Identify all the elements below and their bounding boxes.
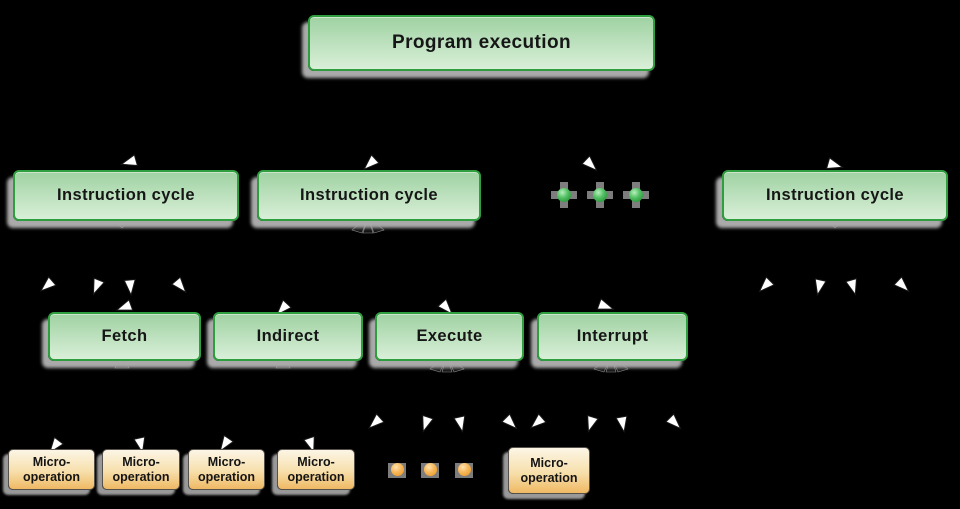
node-label: Indirect	[256, 327, 320, 345]
arrowhead-icon	[501, 413, 518, 430]
node-instruction-cycle-2: Instruction cycle	[257, 170, 481, 221]
ellipsis-dot-orange	[421, 460, 441, 480]
ellipsis-dot-green	[587, 182, 613, 208]
node-label-line1: Micro-	[297, 454, 335, 469]
arrow-up-icon	[114, 354, 130, 369]
arrowhead-icon	[120, 154, 139, 167]
node-label-line1: Micro-	[207, 454, 246, 469]
node-interrupt: Interrupt	[537, 312, 688, 361]
node-label-line1: Micro-	[122, 454, 160, 469]
node-indirect: Indirect	[213, 312, 363, 361]
arrowhead-icon	[581, 155, 598, 172]
orange-sphere-icon	[391, 463, 404, 476]
node-label: Execute	[416, 327, 483, 345]
connector-stub-icons	[114, 213, 843, 373]
green-sphere-icon	[593, 188, 607, 202]
ellipsis-dot-orange	[455, 460, 475, 480]
node-instruction-cycle-1: Instruction cycle	[13, 170, 239, 221]
arrowhead-icon	[596, 297, 615, 310]
arrowhead-icon	[437, 298, 454, 315]
arrowhead-icon	[39, 276, 57, 292]
arrowhead-icon	[529, 413, 547, 429]
arrowhead-icon	[453, 415, 466, 434]
node-label-line2: operation	[23, 469, 80, 484]
arrowhead-icon	[893, 276, 910, 293]
arrowhead-icon	[615, 415, 628, 434]
green-sphere-icon	[629, 188, 643, 202]
arrowhead-icon	[303, 435, 315, 454]
node-instruction-cycle-3: Instruction cycle	[722, 170, 948, 221]
node-label: Instruction cycle	[300, 186, 438, 204]
arrowhead-icon	[665, 413, 682, 430]
arrowhead-icon	[758, 276, 775, 293]
node-label-line2: operation	[112, 469, 170, 484]
node-label-line2: operation	[198, 469, 255, 484]
arrowhead-icon	[123, 278, 136, 297]
ellipsis-dot-green	[551, 182, 577, 208]
arrowhead-icon	[368, 413, 385, 430]
ellipsis-dot-orange	[388, 460, 408, 480]
orange-sphere-icon	[424, 463, 437, 476]
orange-sphere-icon	[458, 463, 471, 476]
node-execute: Execute	[375, 312, 524, 361]
node-fetch: Fetch	[48, 312, 201, 361]
green-sphere-icon	[557, 188, 571, 202]
node-micro-operation-2: Micro- operation	[102, 449, 180, 490]
arrowhead-icon	[814, 278, 827, 297]
arrowhead-icon	[422, 414, 434, 433]
node-label-line1: Micro-	[530, 455, 568, 470]
arrowhead-icon	[170, 276, 187, 294]
node-label: Fetch	[101, 327, 148, 345]
arrowhead-icon	[587, 414, 599, 433]
node-micro-operation-5: Micro- operation	[508, 447, 590, 494]
node-micro-operation-4: Micro- operation	[277, 449, 355, 490]
node-label: Instruction cycle	[57, 186, 195, 204]
arrowhead-icon	[363, 154, 380, 171]
node-micro-operation-1: Micro- operation	[8, 449, 95, 490]
connector-fan-icon	[351, 215, 385, 234]
connector-fan-program-execution	[429, 67, 535, 86]
node-label-line1: Micro-	[32, 454, 71, 469]
node-micro-operation-3: Micro- operation	[188, 449, 265, 490]
arrowhead-icon	[845, 277, 858, 296]
arrow-up-icon	[275, 354, 291, 369]
arrowhead-icon	[825, 157, 844, 170]
arrowhead-icon	[115, 298, 134, 311]
node-label-line2: operation	[520, 470, 578, 485]
arrowhead-icon	[133, 436, 146, 455]
ellipsis-dot-green	[623, 182, 649, 208]
node-label-line2: operation	[287, 469, 345, 484]
arrowhead-icon	[48, 436, 65, 454]
node-label: Instruction cycle	[766, 186, 904, 204]
arrowhead-icons	[39, 154, 910, 455]
node-program-execution: Program execution	[308, 15, 655, 71]
arrowhead-icon	[275, 299, 292, 316]
node-label: Program execution	[392, 32, 571, 53]
arrowhead-icon	[219, 434, 235, 453]
arrowhead-icon	[92, 277, 106, 296]
node-label: Interrupt	[576, 327, 649, 345]
